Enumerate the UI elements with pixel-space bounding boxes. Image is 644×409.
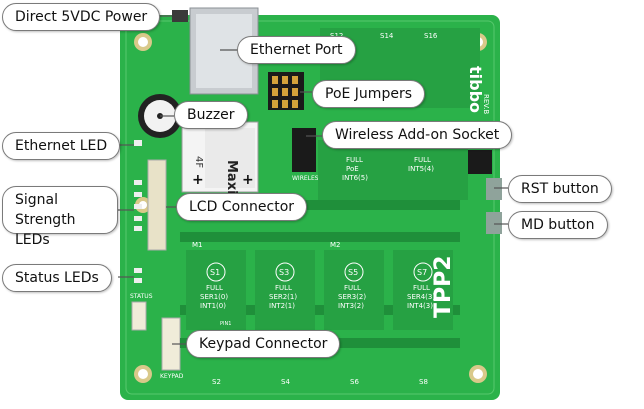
socket-s3-line1: FULL	[275, 284, 292, 292]
callout-signal-strength-leds: Signal Strength LEDs	[2, 186, 118, 248]
svg-text:+: +	[242, 172, 254, 188]
battery-text: 4F	[193, 156, 204, 168]
callout-keypad-connector: Keypad Connector	[186, 330, 341, 358]
mid-socket-1-line2: INT5(4)	[408, 165, 434, 173]
power-connector	[172, 10, 188, 22]
socket-s7-line2: SER4(3)	[407, 293, 435, 301]
socket-s5-line1: FULL	[344, 284, 361, 292]
socket-label-s14: S14	[380, 32, 394, 40]
callout-ethernet-port: Ethernet Port	[237, 36, 356, 64]
wireless-silk: WIRELESS	[292, 175, 323, 182]
callout-buzzer: Buzzer	[174, 101, 248, 129]
lcd-connector-strip	[147, 159, 167, 251]
socket-s7-line1: FULL	[413, 284, 430, 292]
socket-s1-line1: FULL	[206, 284, 223, 292]
mid-socket-0-line2: PoE	[346, 165, 359, 173]
mid-socket-0-line3: INT6(5)	[342, 174, 368, 182]
socket-s1-id: S1	[210, 268, 220, 277]
callout-ethernet-led: Ethernet LED	[2, 132, 121, 160]
led-column	[134, 140, 142, 283]
poe-jumper-block	[268, 72, 304, 110]
socket-s3-line2: SER2(1)	[269, 293, 297, 301]
status-silk: STATUS	[130, 293, 153, 300]
bottom-id-s6: S6	[350, 378, 359, 386]
wireless-socket	[292, 128, 316, 172]
callout-md-button: MD button	[508, 211, 608, 239]
callout-poe-jumpers: PoE Jumpers	[312, 80, 425, 108]
socket-s7-id: S7	[417, 268, 427, 277]
callout-wireless-addon-socket: Wireless Add-on Socket	[322, 121, 513, 149]
callout-lcd-connector: LCD Connector	[176, 193, 308, 221]
bottom-id-s2: S2	[212, 378, 221, 386]
callout-status-leds: Status LEDs	[2, 264, 112, 292]
pcb-inner-border	[125, 20, 495, 395]
svg-text:+: +	[192, 172, 204, 188]
callout-rst-button: RST button	[508, 175, 612, 203]
mid-socket-area	[318, 140, 468, 200]
socket-s3-line3: INT2(1)	[269, 302, 295, 310]
bottom-sockets	[186, 250, 453, 330]
bottom-id-s8: S8	[419, 378, 428, 386]
model-silk: TPP2	[431, 255, 456, 318]
keypad-silk: KEYPAD	[160, 373, 184, 380]
socket-s7-line3: INT4(3)	[407, 302, 433, 310]
socket-s5-line2: SER3(2)	[338, 293, 366, 301]
socket-s1-line3: INT1(0)	[200, 302, 226, 310]
bottom-id-s4: S4	[281, 378, 290, 386]
socket-s3-id: S3	[279, 268, 289, 277]
socket-s5-line3: INT3(2)	[338, 302, 364, 310]
chip-text: Maxi	[224, 160, 239, 195]
socket-s5-id: S5	[348, 268, 358, 277]
socket-label-s16: S16	[424, 32, 438, 40]
callout-direct-5vdc-power: Direct 5VDC Power	[2, 3, 161, 31]
chip-module: Maxi 4F + +	[181, 121, 259, 195]
small-connector	[131, 301, 147, 331]
mid-socket-1-line1: FULL	[414, 156, 431, 164]
brand-silk: tibbo	[466, 66, 485, 113]
revision-silk: REV.B	[482, 94, 490, 114]
socket-s1-line2: SER1(0)	[200, 293, 228, 301]
side-buttons	[468, 150, 502, 234]
pin1-silk: PIN1	[220, 321, 231, 327]
ethernet-jack	[189, 7, 259, 95]
m1-silk: M1	[192, 241, 203, 249]
m2-silk: M2	[330, 241, 341, 249]
mid-socket-0-line1: FULL	[346, 156, 363, 164]
